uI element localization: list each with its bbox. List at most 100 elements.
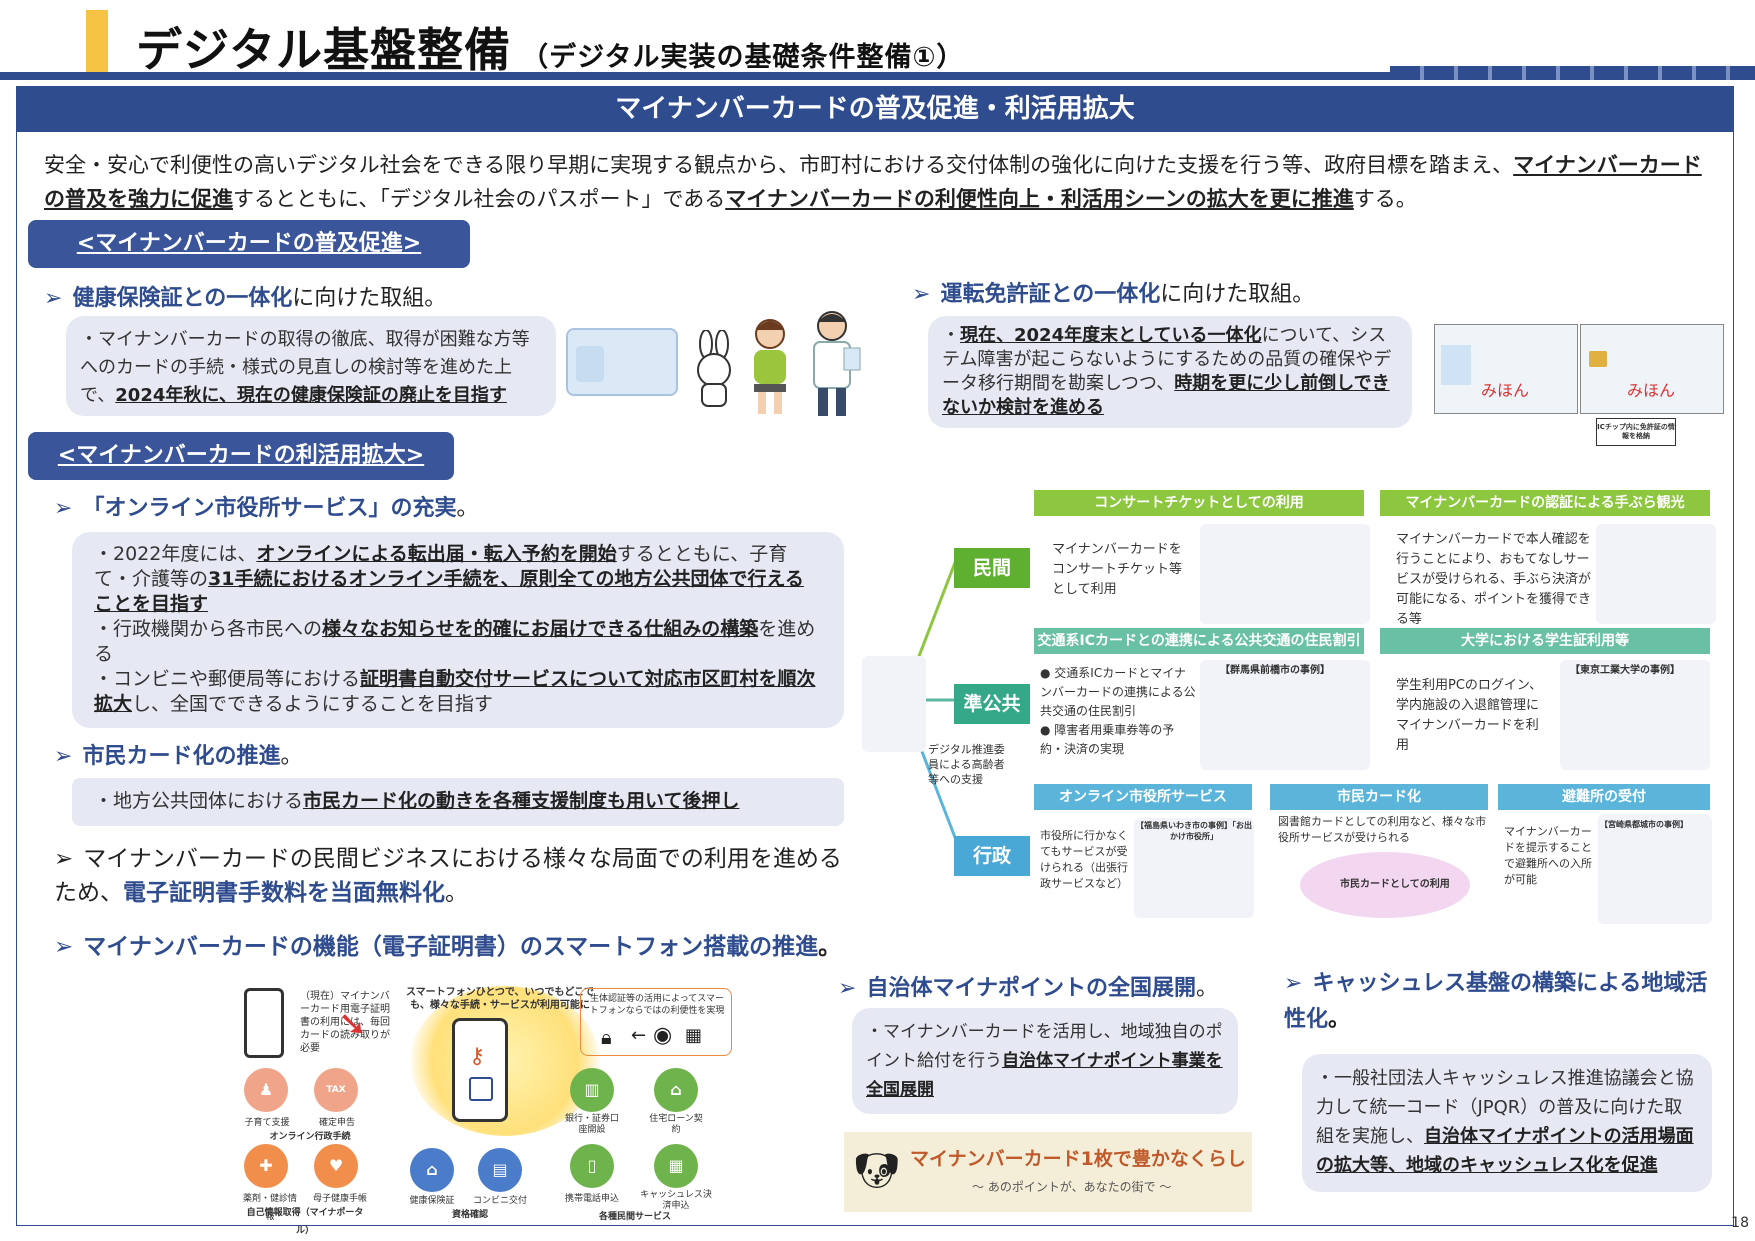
tax-icon: TAX [314,1068,358,1112]
usecase-text-tourism: マイナンバーカードで本人確認を行うことにより、おもてなしサービスが受けられる、手… [1396,532,1592,627]
biometric-note-text: 生体認証等の活用によってスマートフォンならではの利便性を実現 [589,994,725,1016]
bullet-local-mynapoint-bold: 自治体マイナポイントの全国展開 [866,976,1196,1001]
citizen-card-cluster: 市民カードとしての利用 [1300,852,1470,918]
biometric-note-box: 生体認証等の活用によってスマートフォンならではの利便性を実現 🔒︎ ← ◉ ▦ [580,988,732,1056]
bullet-citizen-card-bold: 市民カード化の推進 [82,744,281,769]
house-icon: ⌂ [654,1068,698,1112]
label-convenience-store: コンビニ交付 [472,1196,527,1206]
arrow-bullet-icon: ➢ [44,286,63,311]
patient-person-icon [740,316,800,418]
key-icon: ⚷ [469,1044,486,1069]
dog-mascot-icon: 🐶︎ [854,1151,900,1192]
certificate-icon [469,1077,493,1101]
group-qualification: 資格確認 [451,1210,488,1220]
usecase-header-university: 大学における学生証利用等 [1380,628,1710,654]
online-item-1: ・2022年度には、オンラインによる転出届・転入予約を開始するとともに、子育て・… [94,542,822,617]
health-insurance-emphasis: 2024年秋に、現在の健康保険証の廃止を目指す [115,385,507,406]
group-private-services: 各種民間サービス [598,1212,671,1222]
bullet-smartphone-rest: 。 [818,934,842,960]
usecase-text-shelter: マイナンバーカードを提示することで避難所への入所が可能 [1504,825,1592,886]
online-item-3-text-b: し、全国でできるようにすることを目指す [132,693,493,715]
intro-paragraph: 安全・安心で利便性の高いデジタル社会をできる限り早期に実現する観点から、市町村に… [44,148,1704,216]
bullet-e-certificate-bold: 電子証明書手数料を当面無料化 [123,880,445,906]
bullet-e-certificate-rest: 。 [445,880,468,906]
license-card-front: みほん [1434,324,1578,414]
arrow-bullet-icon: ➢ [54,744,73,769]
university-case-label: 【東京工業大学の事例】 [1570,665,1680,676]
usecase-text-concert: マイナンバーカードをコンサートチケット等として利用 [1052,542,1183,597]
digital-promoter-caption: デジタル推進委員による高齢者等への支援 [928,743,1005,786]
citizen-card-emphasis: 市民カード化の動きを各種支援制度も用いて後押し [303,790,740,812]
online-item-2-text-b: を進める [94,618,816,665]
header-divider-pattern [1390,66,1755,80]
bullet-smartphone-bold: マイナンバーカードの機能（電子証明書）のスマートフォン搭載の推進 [83,934,819,960]
phone-outline-icon [244,988,284,1058]
category-private: 民間 [954,548,1030,588]
intro-emphasis-2: マイナンバーカードの利便性向上・利活用シーンの拡大を更に推進 [725,187,1354,211]
cashless-icon: ▦ [654,1144,698,1188]
usecase-transit-item-1: ● 交通系ICカードとマイナンバーカードの連携による公共交通の住民割引 [1040,666,1196,718]
bullet-drivers-license: ➢ 運転免許証との一体化に向けた取組。 [912,276,1314,308]
bullet-health-insurance-rest: に向けた取組。 [292,286,447,311]
page-title-main: デジタル基盤整備 [136,23,512,77]
section-band-title: マイナンバーカードの普及促進・利活用拡大 [16,86,1734,132]
bullet-health-insurance-bold: 健康保険証との一体化 [72,286,293,311]
maternal-handbook-icon: ♥ [314,1144,358,1188]
card-portrait-icon [576,346,604,382]
shelter-illustration: 【宮崎県都城市の事例】 [1598,814,1712,924]
bullet-drivers-license-rest: に向けた取組。 [1160,282,1315,307]
medicine-icon: ✚ [244,1144,288,1188]
label-bank: 銀行・証券口座開設 [564,1114,619,1135]
usecase-text-online-city: 市役所に行かなくてもサービスが受けられる（出張行政サービスなど） [1040,829,1128,890]
smartphone-icon: ⚷ [452,1018,508,1122]
bullet-online-city-hall: ➢「オンライン市役所サービス」の充実。 [54,490,478,522]
arrow-bullet-icon: ➢ [54,934,74,960]
license-card-back: みほん [1580,324,1724,414]
bullet-drivers-license-bold: 運転免許証との一体化 [940,282,1161,307]
label-health-insurance: 健康保険証 [409,1196,455,1206]
ic-chip-note: ICチップ内に免許証の情報を格納 [1596,418,1676,446]
section-header-utilization: <マイナンバーカードの利活用拡大> [28,432,454,480]
citizen-card-text: ・地方公共団体における [94,790,304,812]
keypad-icon: ▦ [685,1025,703,1046]
label-mortgage: 住宅ローン契約 [649,1114,703,1135]
transit-case-label: 【群馬県前橋市の事例】 [1220,665,1330,676]
tax-icon-label: TAX [326,1085,346,1095]
childcare-icon: ♟ [244,1068,288,1112]
intro-text-1: 安全・安心で利便性の高いデジタル社会をできる限り早期に実現する観点から、市町村に… [44,153,1514,177]
smartphone-note-current: （現在）マイナンバーカード用電子証明書の利用には、毎回カードの読み取りが必要 [300,991,390,1054]
digital-promoter-illustration [862,656,926,752]
license-photo-icon [1441,345,1471,385]
bullet-e-certificate-text: マイナンバーカードの民間ビジネスにおける様々な局面での利用を進めるため、 [54,846,842,906]
cashless-text: ・一般社団法人キャッシュレス推進協議会と協力して統一コード（JPQR）の普及に向… [1316,1068,1694,1147]
mobile-phone-icon: ▯ [570,1144,614,1188]
page-title: デジタル基盤整備（デジタル実装の基礎条件整備①） [136,14,964,80]
usecase-header-online-city: オンライン市役所サービス [1034,784,1252,810]
drivers-license-bullet: ・ [942,325,960,346]
university-illustration: 【東京工業大学の事例】 [1560,660,1710,770]
section-header-utilization-label: <マイナンバーカードの利活用拡大> [57,443,425,468]
license-sample-stamp-back: みほん [1627,381,1676,400]
drivers-license-emphasis-1: 現在、2024年度末としている一体化 [960,325,1262,346]
license-sample-stamp: みほん [1481,381,1530,400]
online-city-hall-box: ・2022年度には、オンラインによる転出届・転入予約を開始するとともに、子育て・… [72,532,844,728]
label-mobile: 携帯電話申込 [564,1194,619,1204]
convenience-store-icon: ▤ [478,1148,522,1192]
local-mynapoint-emphasis: 自治体マイナポイント事業を全国展開 [866,1051,1223,1100]
cashless-emphasis: 自治体マイナポイントの活用場面の拡大等、地域のキャッシュレス化を促進 [1316,1126,1694,1176]
group-online-admin: オンライン行政手続 [269,1132,351,1142]
bullet-cashless-rest: 。 [1328,1007,1351,1032]
bullet-cashless-bold: キャッシュレス基盤の構築による地域活性化 [1284,971,1708,1032]
arrow-bullet-icon: ➢ [912,282,931,307]
arrow-bullet-icon: ➢ [54,496,73,521]
usecase-text-university: 学生利用PCのログイン、学内施設の入退館管理にマイナンバーカードを利用 [1396,678,1543,753]
usecase-header-shelter: 避難所の受付 [1498,784,1710,810]
shelter-case-label: 【宮崎県都城市の事例】 [1600,820,1688,829]
bullet-online-city-hall-bold: 「オンライン市役所サービス」の充実 [82,496,457,521]
tourism-illustration [1596,524,1716,624]
section-header-promotion: <マイナンバーカードの普及促進> [28,220,470,268]
header-divider [0,72,1755,80]
mynumber-card-illustration [566,328,678,396]
drivers-license-emphasis-2: 時期を更に少し前倒しできないか検討を進める [942,373,1390,418]
label-childcare: 子育て支援 [244,1118,290,1128]
